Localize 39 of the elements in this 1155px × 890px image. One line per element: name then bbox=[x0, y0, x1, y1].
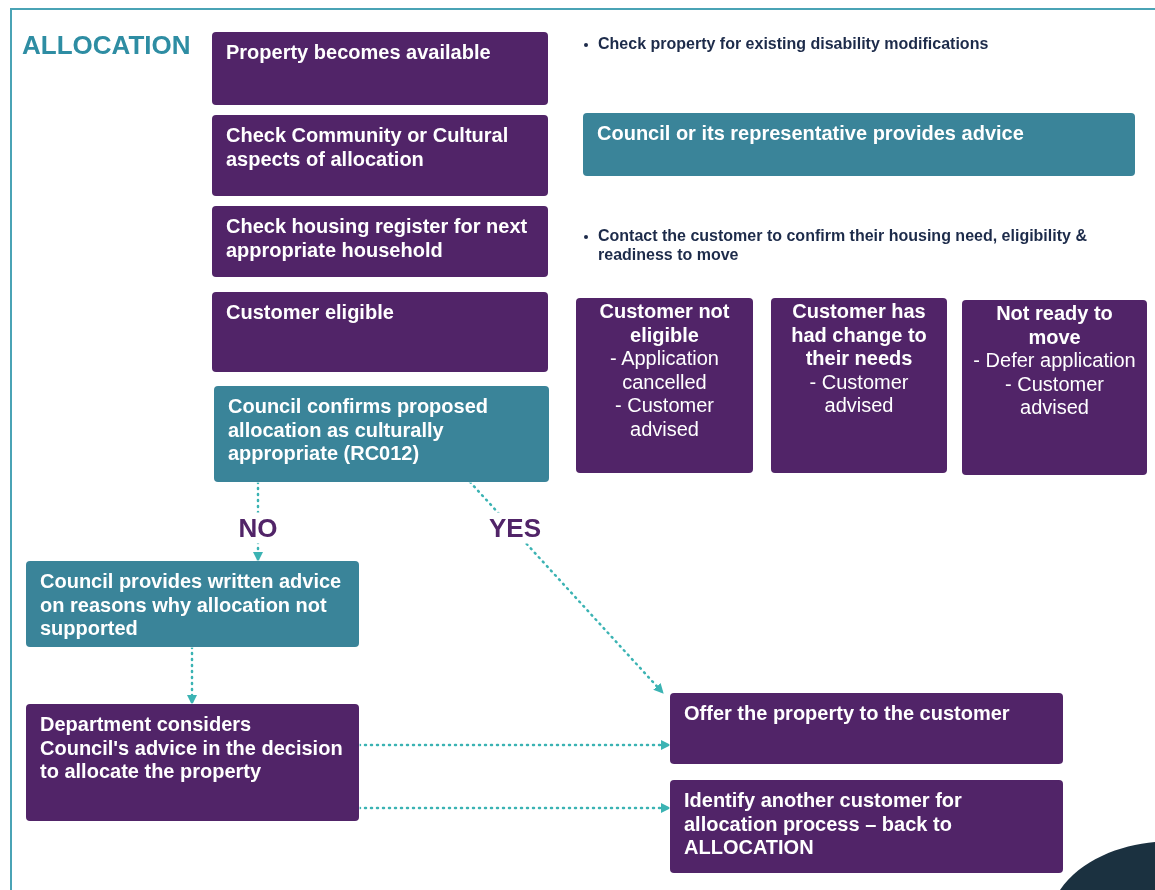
step-text: Not ready to move bbox=[995, 302, 1114, 350]
step-text: Customer has had change to their needs bbox=[790, 300, 928, 371]
outcome-box bbox=[771, 298, 947, 473]
process-box bbox=[212, 115, 548, 196]
dotted-arrow bbox=[357, 803, 672, 813]
edge-label: YES bbox=[486, 512, 544, 544]
step-text: Council confirms proposed allocation as culturally appropriate (RC012) bbox=[228, 395, 490, 466]
step-text: Property becomes available bbox=[226, 41, 491, 65]
step-text: Customer not eligible bbox=[598, 300, 731, 348]
dotted-arrow bbox=[357, 740, 672, 750]
council-step-box bbox=[214, 386, 549, 482]
process-box bbox=[212, 206, 548, 277]
process-box bbox=[670, 693, 1063, 764]
note-text: Check property for existing disability modifications bbox=[598, 34, 989, 54]
process-box bbox=[212, 32, 548, 105]
step-text: Customer eligible bbox=[226, 301, 394, 325]
dotted-arrow bbox=[468, 480, 665, 695]
outcome-detail: - Customer advised bbox=[614, 394, 715, 442]
step-text: Council provides written advice on reasons why allocation not supported bbox=[40, 570, 343, 641]
outcome-detail: - Customer advised bbox=[1004, 372, 1105, 420]
step-text: Check Community or Cultural aspects of allocation bbox=[226, 124, 510, 172]
process-box bbox=[212, 292, 548, 372]
outcome-box bbox=[576, 298, 753, 473]
outcome-box bbox=[962, 300, 1147, 475]
step-text: Identify another customer for allocation process – back to ALLOCATION bbox=[684, 789, 963, 860]
step-text: Department considers Council's advice in the decision to allocate the property bbox=[40, 713, 344, 784]
process-box bbox=[26, 704, 359, 821]
step-text: Check housing register for next appropriate household bbox=[226, 215, 529, 263]
diagram-title: ALLOCATION bbox=[22, 30, 191, 61]
process-box bbox=[670, 780, 1063, 873]
dotted-arrow bbox=[187, 645, 197, 706]
outcome-detail: - Defer application bbox=[973, 349, 1136, 373]
council-step-box bbox=[26, 561, 359, 647]
step-text: Council or its representative provides advice bbox=[597, 122, 1024, 146]
outcome-detail: - Application cancelled bbox=[609, 347, 720, 395]
note-text: Contact the customer to confirm their housing need, eligibility & readiness to move bbox=[598, 226, 1088, 265]
council-step-box bbox=[583, 113, 1135, 176]
step-text: Offer the property to the customer bbox=[684, 702, 1010, 726]
outcome-detail: - Customer advised bbox=[808, 370, 910, 418]
